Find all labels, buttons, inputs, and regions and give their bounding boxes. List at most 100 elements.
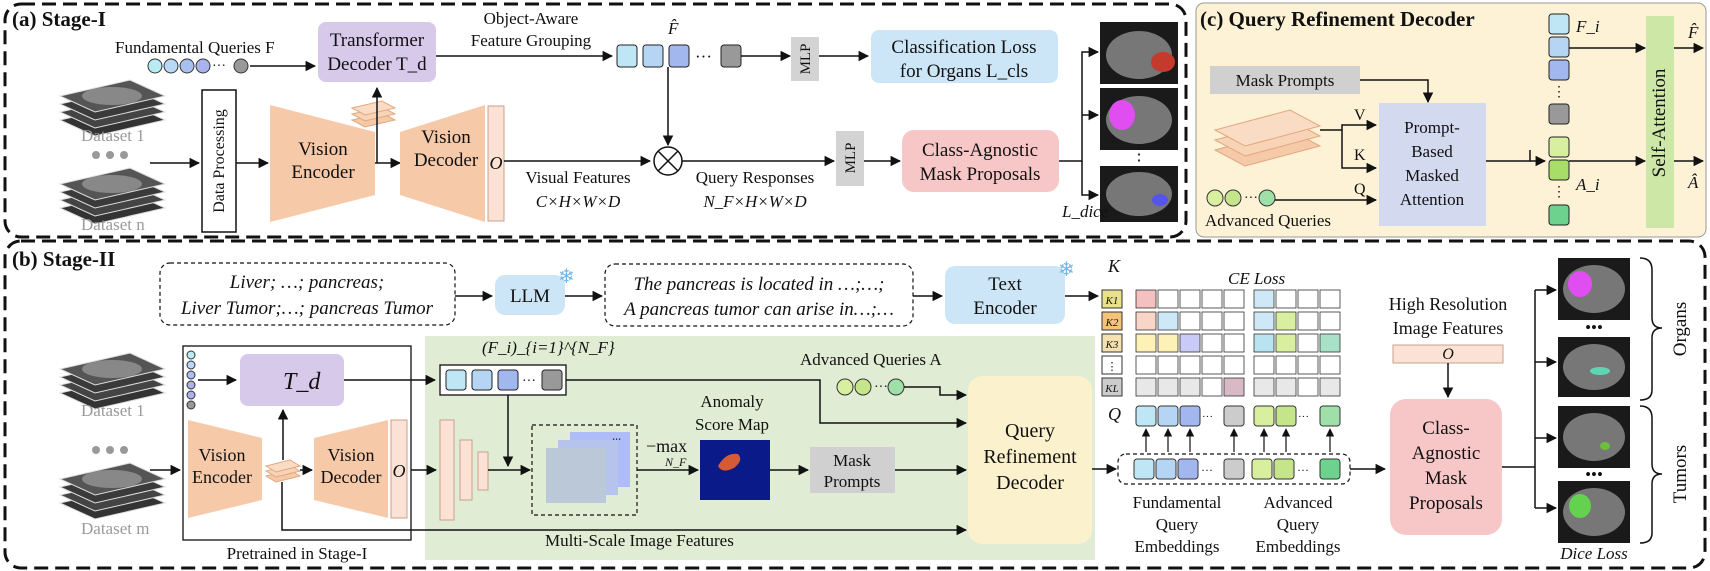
mask-prompts-box-c: [1210, 66, 1360, 94]
ce-cell: [1319, 355, 1341, 375]
s2-dataset-1-label: Dataset 1: [81, 401, 145, 420]
ce-cell: [1297, 333, 1319, 353]
q-label: Q: [1108, 404, 1121, 424]
vision-encoder-2: [188, 420, 262, 518]
tumors-label: Tumors: [1670, 445, 1691, 503]
mlp-box-2: [836, 131, 864, 186]
fundamental-queries-label: Fundamental Queries F: [115, 38, 275, 57]
ce-cell: [1253, 355, 1275, 375]
mlp-label-1: MLP: [798, 44, 814, 75]
max-label: −max: [646, 436, 687, 456]
ai-tokens: ⋮: [1548, 136, 1570, 226]
ai-label: A_i: [1575, 175, 1600, 194]
vision-encoder-2-label-2: Encoder: [192, 467, 252, 487]
ce-cell: [1179, 311, 1201, 331]
ce-cell: [1253, 289, 1275, 309]
svg-text:···: ···: [1202, 411, 1213, 423]
pbma-label-3: Masked: [1405, 166, 1459, 185]
self-attention-box: [1646, 16, 1674, 228]
svg-text:···: ···: [695, 47, 712, 66]
vision-decoder-2-label-2: Decoder: [321, 467, 382, 487]
f-hat-c: F̂: [1687, 23, 1699, 42]
ct-stack-dataset-n: [58, 167, 167, 225]
ce-cell: [1135, 355, 1157, 375]
svg-text:⋮: ⋮: [1552, 185, 1566, 200]
mask-prompts-box-s2: [810, 447, 895, 493]
ce-cell: [1319, 377, 1341, 397]
feature-grouping-label: Feature Grouping: [471, 31, 592, 50]
ce-loss-label: CE Loss: [1228, 269, 1286, 288]
feature-stack-c: [1213, 109, 1322, 167]
text-encoder-label: Text: [988, 274, 1022, 295]
fi-tokens: ⋮: [1548, 13, 1570, 125]
k-label: K: [1107, 256, 1121, 276]
f-hat-label: F̂: [667, 19, 679, 38]
text-encoder-box: [945, 266, 1065, 324]
embedding-tokens: ··· ···: [1133, 458, 1341, 480]
svg-text:∙∙∙: ∙∙∙: [612, 432, 621, 446]
adv-embed-label-1: Advanced: [1264, 493, 1333, 512]
multiply-icon: [653, 146, 683, 176]
ce-cell: [1319, 311, 1341, 331]
snowflake-icon-encoder: ❄: [1058, 259, 1075, 281]
ce-cell: [1201, 333, 1223, 353]
pbma-box: [1379, 103, 1486, 226]
vision-decoder-1: [400, 105, 485, 222]
stage1-title: (a) Stage-I: [12, 7, 106, 31]
ct-organ-2: [1558, 337, 1630, 397]
o-label-2: O: [393, 461, 406, 481]
score-maps: ∙∙∙: [546, 432, 630, 503]
description-text-1: The pancreas is located in …;…;: [633, 274, 884, 295]
advanced-queries-c-dots: ···: [1206, 189, 1276, 207]
vision-decoder-2: [314, 420, 388, 518]
s2-ellipsis-dots: [92, 446, 128, 454]
object-aware-label: Object-Aware: [484, 9, 579, 28]
ct-output-1: [1100, 22, 1178, 84]
mlp-label-2: MLP: [843, 143, 859, 174]
ce-cell: [1275, 311, 1297, 331]
ce-cell: [1157, 333, 1179, 353]
qrd-label-3: Decoder: [996, 472, 1064, 494]
ce-cell: [1253, 377, 1275, 397]
ct-output-3: [1100, 166, 1178, 222]
ce-cell: [1297, 289, 1319, 309]
ce-cell: [1179, 333, 1201, 353]
adv-embed-label-2: Query: [1277, 515, 1320, 534]
pbma-label-1: Prompt-: [1404, 118, 1460, 137]
pretrained-label: Pretrained in Stage-I: [227, 544, 368, 563]
ce-cell: [1275, 377, 1297, 397]
vision-encoder-2-label: Vision: [199, 445, 246, 465]
transformer-decoder-box: [318, 22, 436, 82]
ce-cell: [1135, 289, 1157, 309]
td-label: T_d: [283, 369, 321, 395]
ce-cell: [1157, 289, 1179, 309]
o-feature-2: [390, 419, 408, 519]
stage1-frame: [3, 2, 1188, 239]
ce-cell: [1135, 311, 1157, 331]
stage3-title: (c) Query Refinement Decoder: [1200, 7, 1475, 31]
anomaly-label: Anomaly: [700, 392, 764, 411]
qrd-label-1: Query: [1005, 420, 1055, 442]
ct-organ-1: [1558, 258, 1630, 320]
description-text-2: A pancreas tumor can arise in…;…: [622, 299, 894, 320]
f-hat-tokens: ···: [616, 44, 742, 68]
ce-cell: [1319, 333, 1341, 353]
ce-cell: [1297, 377, 1319, 397]
mask-proposals-label-2: Mask Proposals: [920, 164, 1041, 185]
mlp-box-1: [791, 37, 819, 81]
ce-cell: [1135, 377, 1157, 397]
qrd-box: [968, 376, 1092, 544]
ct-tumor-2: [1558, 481, 1630, 543]
k-column: [1101, 289, 1123, 397]
ct-stack-dataset1: [58, 79, 167, 137]
ce-cell: [1201, 289, 1223, 309]
ce-cell: [1223, 377, 1245, 397]
ce-cell: [1223, 311, 1245, 331]
mask-proposals-box: [902, 130, 1059, 192]
o-label-1: O: [490, 153, 503, 173]
tumor-dots: •••: [1585, 465, 1603, 484]
td-box: [240, 354, 344, 406]
cam-label-4: Proposals: [1409, 493, 1483, 514]
max-sub-label: N_F: [664, 455, 687, 469]
ce-cell: [1201, 377, 1223, 397]
